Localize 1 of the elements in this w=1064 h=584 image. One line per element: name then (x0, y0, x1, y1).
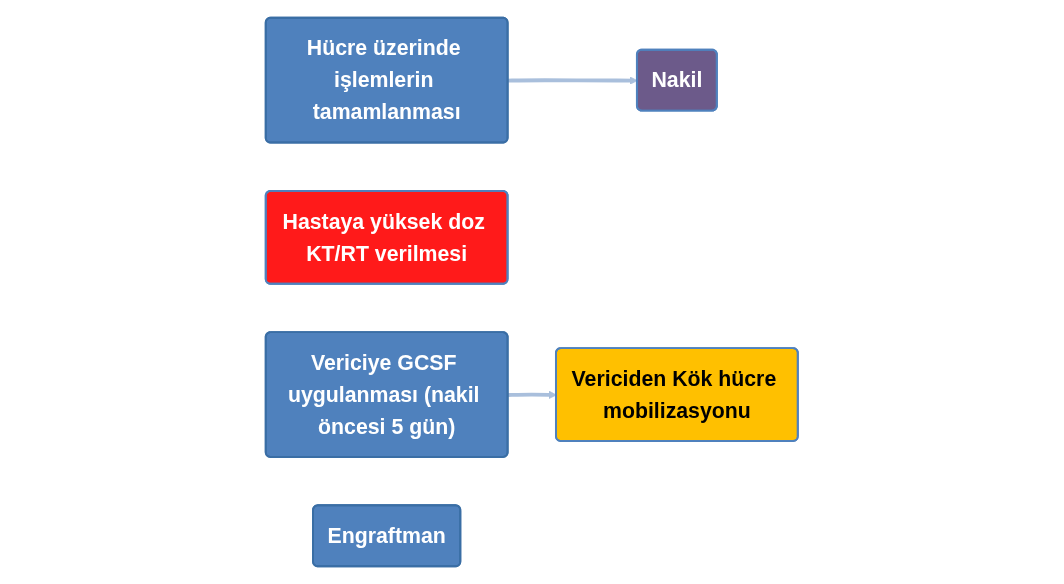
arrow (508, 76, 638, 85)
